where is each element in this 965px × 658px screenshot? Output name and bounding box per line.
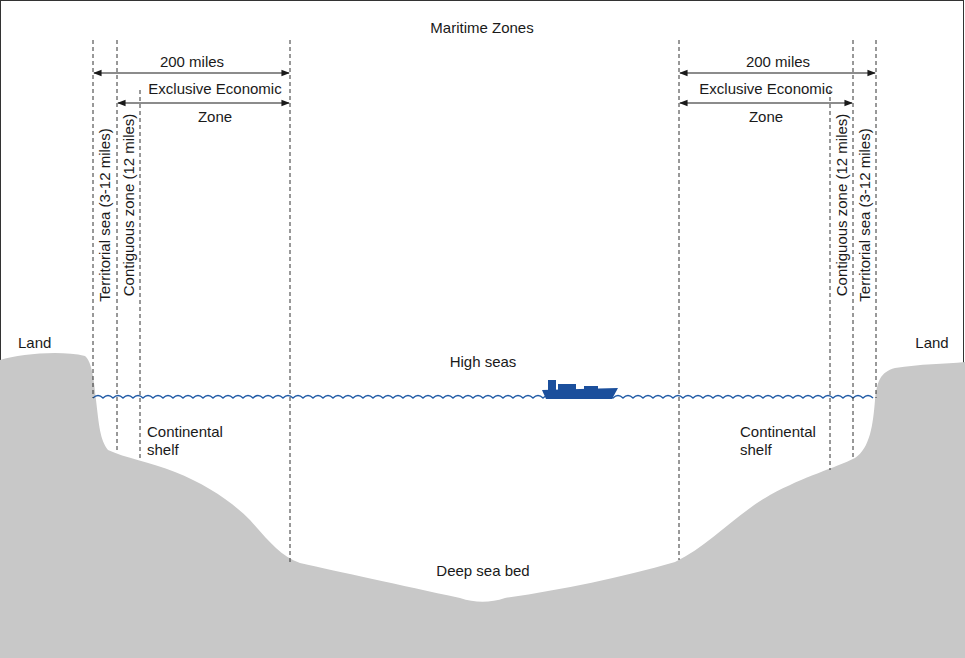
seabed-label: Deep sea bed <box>436 562 529 580</box>
shelf-label: Continental shelf <box>147 423 227 459</box>
diagram-title: Maritime Zones <box>430 19 533 37</box>
zone-label: Territorial sea (3-12 miles) <box>96 128 114 301</box>
wave-line <box>93 396 873 399</box>
zone-label: Contiguous zone (12 miles) <box>120 114 138 297</box>
ship <box>542 380 618 399</box>
distance-label: 200 miles <box>746 53 810 71</box>
shelf-label: Continental shelf <box>740 423 820 459</box>
land-label: Land <box>18 334 51 352</box>
sea-surface <box>93 396 873 399</box>
zone-label: Territorial sea (3-12 miles) <box>856 128 874 301</box>
zone-label: Contiguous zone (12 miles) <box>833 114 851 297</box>
zone-label: Exclusive Economic Zone <box>691 75 841 131</box>
zone-boundaries <box>93 40 876 562</box>
distance-label: 200 miles <box>160 53 224 71</box>
zone-label: Exclusive Economic Zone <box>140 75 290 131</box>
sea-label: High seas <box>450 353 517 371</box>
land-label: Land <box>915 334 948 352</box>
land-and-seabed <box>0 353 965 658</box>
